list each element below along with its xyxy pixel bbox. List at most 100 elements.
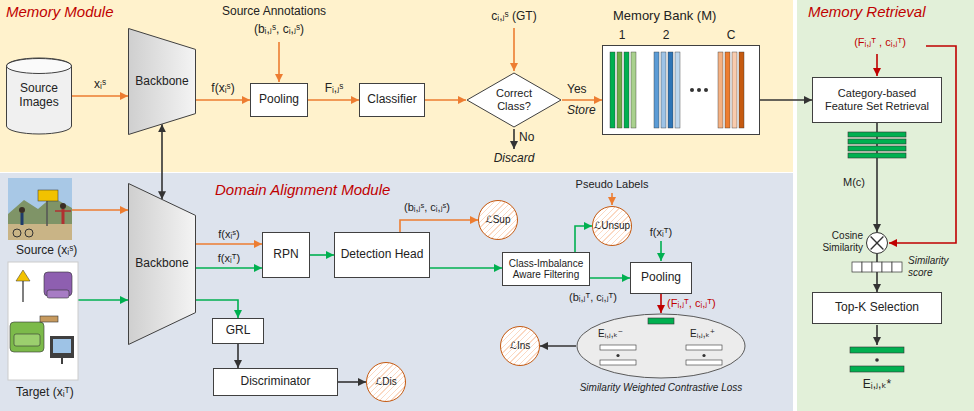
- memory-slot: [718, 52, 723, 128]
- source-photo: [13, 229, 21, 237]
- connector-arrow: [575, 226, 592, 252]
- edge-label: Fᵢ,ⱼˢ: [325, 82, 344, 96]
- target-cartoon: [16, 270, 30, 281]
- memory-slot: [654, 52, 659, 128]
- module-background: [797, 0, 974, 411]
- feature-bar: [600, 360, 636, 365]
- connector-arrow: [425, 99, 466, 101]
- feature-bar: [600, 345, 636, 350]
- cross-stroke: [871, 237, 884, 250]
- process-box: Top-K Selection: [812, 292, 942, 324]
- process-box: Detection Head: [334, 232, 430, 278]
- embedding-label: Eᵢ,ⱼ,ₖ⁻: [598, 328, 623, 340]
- branch-label: No: [519, 131, 534, 145]
- database-cylinder: Source Images: [6, 58, 72, 134]
- annotation-label: (bᵢ,ⱼˢ, cᵢ,ⱼˢ): [254, 23, 304, 37]
- score-bar: [882, 262, 892, 272]
- process-box: GRL: [212, 318, 264, 344]
- connector-arrow: [430, 267, 502, 269]
- memory-slot: [732, 52, 737, 128]
- edge-label: f(xᵢᵀ): [218, 252, 240, 265]
- contrastive-loss-ellipse: Similarity Weighted Contrastive Loss: [576, 313, 746, 379]
- target-cartoon: [8, 262, 78, 380]
- source-photo: [8, 197, 72, 226]
- memory-bank: Memory Bank (M): [602, 45, 760, 135]
- module-title: Memory Retrieval: [808, 3, 926, 20]
- box-label: ℒDis: [375, 376, 397, 388]
- loss-circle: ℒUnsup: [592, 206, 632, 246]
- feature-bar: [686, 360, 722, 365]
- target-image: Target (xᵢᵀ): [8, 262, 78, 380]
- pointer-arrow: [513, 28, 515, 71]
- source-photo: [19, 207, 25, 213]
- process-box: Pooling: [630, 262, 692, 294]
- ellipse-caption: Similarity Weighted Contrastive Loss: [571, 382, 751, 394]
- target-cartoon: [50, 336, 74, 358]
- connector-arrow: [72, 209, 128, 211]
- feature-bar: [848, 146, 906, 151]
- backbone-block: Backbone: [128, 28, 196, 135]
- pointer-arrow: [611, 193, 613, 205]
- edge-label: f(xᵢˢ): [211, 82, 234, 96]
- connector-arrow: [72, 95, 128, 97]
- edge-label: f(xᵢˢ): [218, 228, 239, 241]
- source-photo: [8, 224, 72, 240]
- module-title: Domain Alignment Module: [215, 181, 390, 198]
- module-band: Domain Alignment ModuleSource (xᵢˢ) Targe…: [0, 173, 793, 411]
- bar-dot: [616, 354, 619, 357]
- box-label: RPN: [273, 248, 298, 262]
- process-box: Discriminator: [213, 368, 338, 396]
- connector-arrow: [400, 220, 478, 232]
- cylinder-top: [7, 59, 72, 74]
- connector-arrow: [540, 345, 576, 347]
- edge-label: xᵢˢ: [94, 78, 106, 92]
- score-label: Similarity score: [908, 255, 968, 278]
- box-label: Class-Imbalance Aware Filtering: [506, 258, 586, 281]
- edge-label: (bᵢ,ⱼˢ, cᵢ,ⱼˢ): [404, 201, 450, 214]
- source-photo: [38, 190, 58, 201]
- process-box: Classifier: [359, 83, 425, 117]
- module-background: [0, 0, 793, 172]
- loss-circle: ℒDis: [366, 362, 406, 402]
- box-label: ℒUnsup: [594, 220, 630, 232]
- memory-slot: [675, 52, 680, 128]
- decision-diamond: Correct Class?: [466, 72, 562, 128]
- feature-bar: [686, 345, 722, 350]
- feature-bar: [850, 366, 904, 372]
- pointer-arrow: [889, 46, 956, 243]
- memory-slot: [661, 52, 666, 128]
- source-photo: [8, 178, 72, 240]
- feature-bar: [648, 318, 674, 324]
- box-label: Detection Head: [341, 248, 424, 262]
- box-label: Backbone: [135, 257, 188, 271]
- edge-label: M(c): [843, 176, 865, 189]
- bank-heading: Memory Bank (M): [613, 9, 716, 24]
- branch-label: Store: [567, 104, 596, 118]
- source-photo: [8, 178, 72, 240]
- score-bar: [872, 262, 882, 272]
- pointer-arrow: [876, 54, 878, 76]
- memory-slot: [610, 52, 615, 128]
- module-background: [0, 173, 793, 411]
- box-label: Classifier: [367, 93, 416, 107]
- annotation-label: Source Annotations: [222, 5, 326, 19]
- memory-slot: [668, 52, 673, 128]
- source-photo: [46, 200, 48, 226]
- score-bar: [852, 262, 862, 272]
- target-cartoon: [22, 280, 24, 302]
- feature-label: f(xᵢᵀ): [650, 226, 672, 239]
- box-label: ℒSup: [486, 214, 511, 226]
- feature-bar: [600, 132, 906, 372]
- ellipsis-dots: [697, 88, 701, 92]
- connector-arrow: [196, 267, 262, 269]
- image-caption: Source (xᵢˢ): [16, 244, 77, 258]
- pointer-arrow: [278, 42, 280, 82]
- source-photo: [60, 203, 66, 209]
- branch-label: Discard: [494, 152, 535, 166]
- bar-dot: [702, 354, 705, 357]
- pointer-arrow: [660, 241, 662, 261]
- cosine-operator: Cosine Similarity: [866, 232, 888, 254]
- bar-dot: [616, 354, 878, 362]
- edge-label: (bᵢ,ⱼᵀ, cᵢ,ⱼᵀ): [569, 291, 617, 304]
- module-band: Memory RetrievalCategory-based Feature S…: [797, 0, 974, 411]
